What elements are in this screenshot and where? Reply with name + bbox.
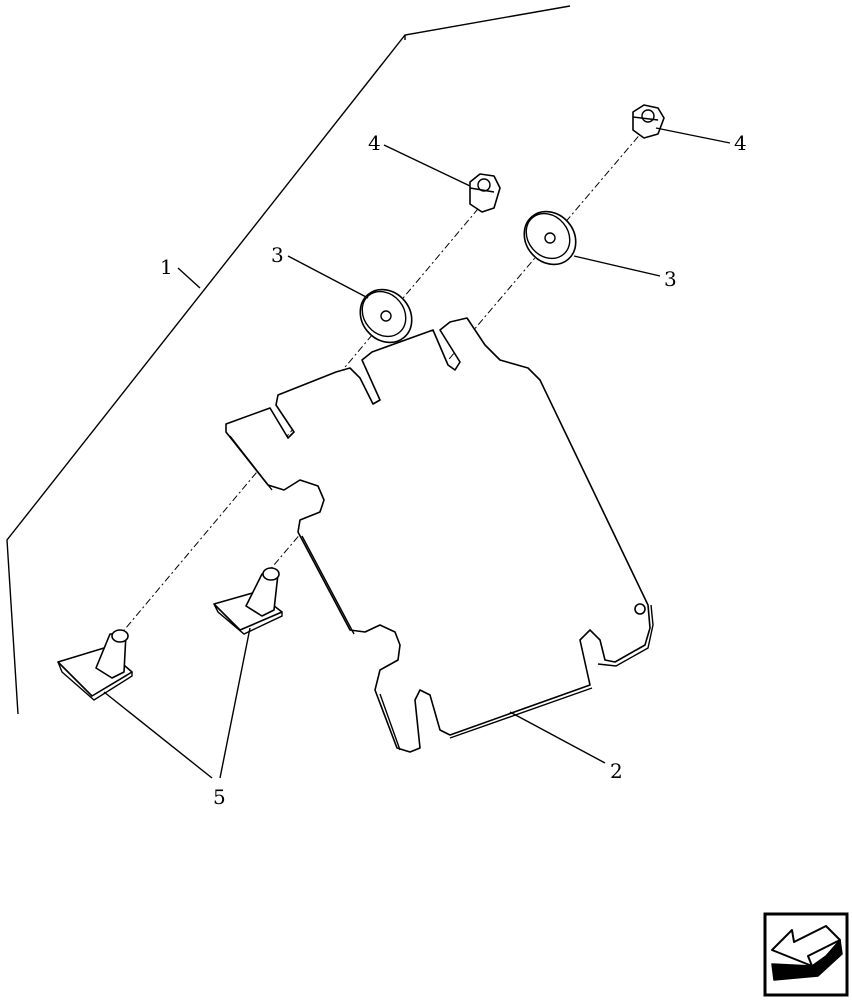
callout-2: 2 <box>610 759 623 783</box>
next-page-arrow-icon[interactable] <box>763 912 849 997</box>
mounting-plate <box>225 317 654 753</box>
callout-1: 1 <box>160 255 173 279</box>
callout-4-left: 4 <box>368 131 381 155</box>
leader-lines <box>103 127 731 779</box>
callout-3-right: 3 <box>664 267 677 291</box>
frame-edge <box>6 5 571 715</box>
washer-left <box>359 288 413 344</box>
washer-right <box>523 210 577 266</box>
nut-left <box>469 173 501 213</box>
callout-4-right: 4 <box>734 131 747 155</box>
bolt-left <box>57 629 133 701</box>
callout-5: 5 <box>213 785 226 809</box>
nut-right <box>632 104 665 139</box>
callout-3-left: 3 <box>271 243 284 267</box>
bolt-right <box>213 567 283 635</box>
